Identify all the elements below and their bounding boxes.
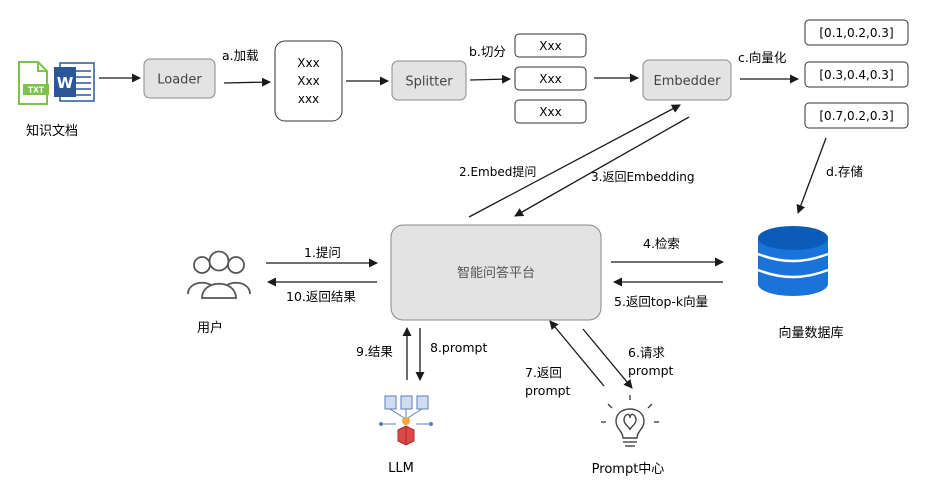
vector-label: [0.1,0.2,0.3] <box>819 26 893 40</box>
chunk-box <box>514 99 587 124</box>
step-9-label: 9.结果 <box>356 344 393 359</box>
step-7-line1: 7.返回 <box>525 365 562 380</box>
arrow-embed-question <box>468 104 681 218</box>
arrow-store <box>796 137 827 214</box>
vector-label: [0.7,0.2,0.3] <box>819 109 893 123</box>
docs-line: xxx <box>298 92 319 106</box>
lightbulb-brain-icon <box>601 395 659 447</box>
splitter-box <box>391 60 467 101</box>
embedder-label: Embedder <box>654 74 722 89</box>
chunk-box <box>514 66 587 91</box>
vector-db-icon <box>757 226 829 296</box>
arrow-return-embedding <box>514 116 690 217</box>
docs-line: Xxx <box>297 56 319 70</box>
llm-network-icon <box>379 395 433 446</box>
arrow-split <box>469 74 511 84</box>
step-6-line2: prompt <box>628 363 674 378</box>
txt-file-icon: TXT <box>18 61 49 105</box>
user-group-icon <box>187 250 251 299</box>
chunk-box <box>514 33 587 58</box>
chunk-label: Xxx <box>539 39 561 53</box>
word-file-icon: W <box>54 62 95 102</box>
step-2-label: 2.Embed提问 <box>459 164 536 179</box>
qa-platform-box <box>390 224 602 321</box>
llm-label: LLM <box>388 461 414 476</box>
user-label: 用户 <box>197 320 223 336</box>
txt-badge: TXT <box>28 86 45 95</box>
step-d-label: d.存储 <box>826 164 863 179</box>
arrow-return-prompt <box>549 320 605 387</box>
step-b-label: b.切分 <box>469 44 506 59</box>
step-5-label: 5.返回top-k向量 <box>614 294 708 309</box>
vector-db-label: 向量数据库 <box>778 325 843 341</box>
loader-label: Loader <box>157 73 202 88</box>
knowledge-docs-icon: TXT W <box>18 61 95 105</box>
splitter-label: Splitter <box>405 75 453 90</box>
embedder-box <box>642 59 732 101</box>
vector-box <box>804 19 909 46</box>
step-1-label: 1.提问 <box>304 245 341 260</box>
step-7-line2: prompt <box>525 383 571 398</box>
arrow-load <box>223 77 271 87</box>
step-4-label: 4.检索 <box>643 236 680 251</box>
word-letter: W <box>57 74 74 92</box>
knowledge-docs-label: 知识文档 <box>26 123 78 139</box>
loader-box <box>143 58 216 99</box>
docs-line: Xxx <box>297 74 319 88</box>
vector-label: [0.3,0.4,0.3] <box>819 68 893 82</box>
chunk-label: Xxx <box>539 105 561 119</box>
docs-block <box>274 40 343 122</box>
chunk-label: Xxx <box>539 72 561 86</box>
vector-box <box>804 102 909 129</box>
step-8-label: 8.prompt <box>430 340 487 355</box>
qa-platform-label: 智能问答平台 <box>457 265 535 281</box>
prompt-center-label: Prompt中心 <box>592 462 665 477</box>
step-a-label: a.加载 <box>222 48 259 63</box>
step-c-label: c.向量化 <box>738 50 787 65</box>
vector-box <box>804 61 909 88</box>
step-3-label: 3.返回Embedding <box>591 170 695 184</box>
arrow-request-prompt <box>582 328 633 389</box>
step-10-label: 10.返回结果 <box>286 289 356 304</box>
step-6-line1: 6.请求 <box>628 345 665 360</box>
